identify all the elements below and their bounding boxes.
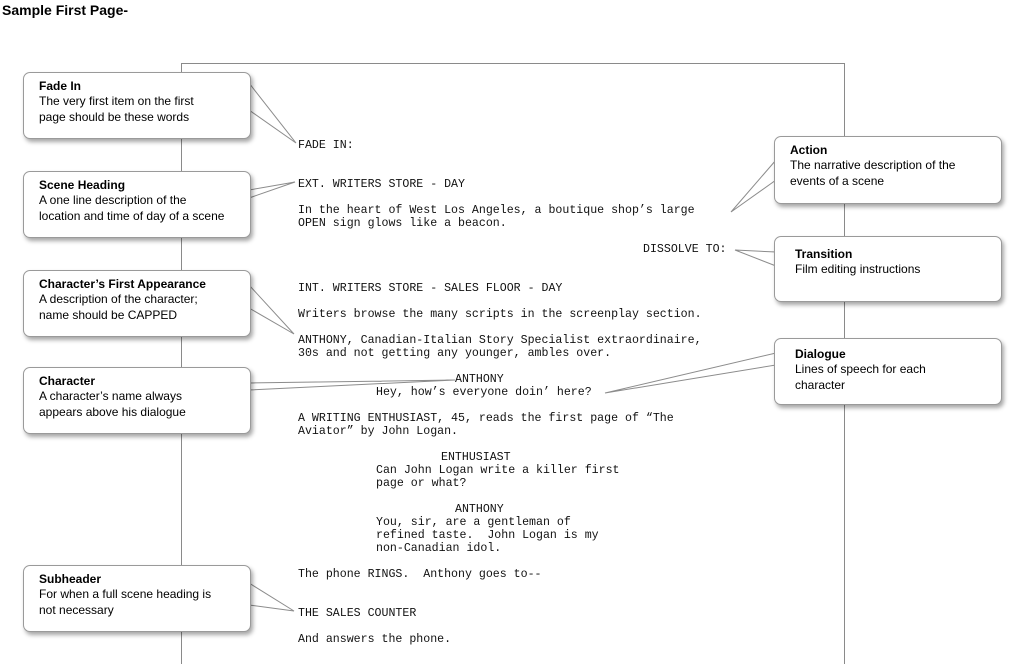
script-action-line: Aviator” by John Logan. — [298, 425, 459, 438]
script-dialogue-line: refined taste. John Logan is my — [376, 529, 599, 542]
callout-description: Film editing instructions — [795, 262, 921, 276]
pointer-scene-heading — [248, 181, 296, 199]
callout-character: Character A character’s name always appe… — [23, 367, 251, 434]
callout-title: Dialogue — [795, 347, 846, 361]
script-scene-heading: INT. WRITERS STORE - SALES FLOOR - DAY — [298, 282, 563, 295]
script-action-line: Writers browse the many scripts in the s… — [298, 308, 702, 321]
pointer-subheader — [248, 582, 295, 612]
script-dialogue-line: You, sir, are a gentleman of — [376, 516, 571, 529]
script-dialogue-line: page or what? — [376, 477, 467, 490]
page-title: Sample First Page- — [2, 2, 129, 18]
callout-scene-heading: Scene Heading A one line description of … — [23, 171, 251, 238]
callout-description: A description of the character; name sho… — [39, 292, 198, 322]
callout-fade-in: Fade In The very first item on the first… — [23, 72, 251, 139]
script-character-name: ANTHONY — [455, 503, 504, 516]
callout-description: A one line description of the location a… — [39, 193, 225, 223]
script-scene-heading: EXT. WRITERS STORE - DAY — [298, 178, 465, 191]
callout-description: Lines of speech for each character — [795, 362, 926, 392]
script-action-line: OPEN sign glows like a beacon. — [298, 217, 507, 230]
callout-dialogue: Dialogue Lines of speech for each charac… — [774, 338, 1002, 405]
callout-first-appearance: Character’s First Appearance A descripti… — [23, 270, 251, 337]
callout-title: Scene Heading — [39, 178, 126, 192]
callout-title: Subheader — [39, 572, 102, 586]
callout-description: The narrative description of the events … — [790, 158, 956, 188]
callout-title: Action — [790, 143, 828, 157]
callout-subheader: Subheader For when a full scene heading … — [23, 565, 251, 632]
pointer-transition — [734, 249, 777, 267]
script-character-name: ENTHUSIAST — [441, 451, 511, 464]
callout-description: A character’s name always appears above … — [39, 389, 186, 419]
script-dialogue-line: non-Canadian idol. — [376, 542, 502, 555]
callout-title: Character’s First Appearance — [39, 277, 206, 291]
script-dialogue-line: Hey, how’s everyone doin’ here? — [376, 386, 592, 399]
pointer-fade-in — [248, 81, 297, 144]
script-action-line: The phone RINGS. Anthony goes to-- — [298, 568, 542, 581]
pointer-dialogue — [604, 352, 777, 394]
pointer-first-appearance — [248, 283, 295, 335]
script-transition: DISSOLVE TO: — [643, 243, 727, 256]
script-action-line: 30s and not getting any younger, ambles … — [298, 347, 612, 360]
callout-title: Character — [39, 374, 96, 388]
script-action-line: A WRITING ENTHUSIAST, 45, reads the firs… — [298, 412, 674, 425]
script-subheader: THE SALES COUNTER — [298, 607, 417, 620]
callout-transition: Transition Film editing instructions — [774, 236, 1002, 302]
callout-title: Fade In — [39, 79, 82, 93]
pointer-action — [730, 158, 777, 213]
script-dialogue-line: Can John Logan write a killer first — [376, 464, 620, 477]
script-fade-in: FADE IN: — [298, 139, 354, 152]
callout-action: Action The narrative description of the … — [774, 136, 1002, 204]
callout-description: For when a full scene heading is not nec… — [39, 587, 212, 617]
script-character-name: ANTHONY — [455, 373, 504, 386]
script-action-line: In the heart of West Los Angeles, a bout… — [298, 204, 695, 217]
callout-title: Transition — [795, 247, 853, 261]
pointer-character — [248, 379, 456, 391]
callout-description: The very first item on the first page sh… — [39, 94, 194, 124]
script-action-line: And answers the phone. — [298, 633, 452, 646]
script-action-line: ANTHONY, Canadian-Italian Story Speciali… — [298, 334, 702, 347]
